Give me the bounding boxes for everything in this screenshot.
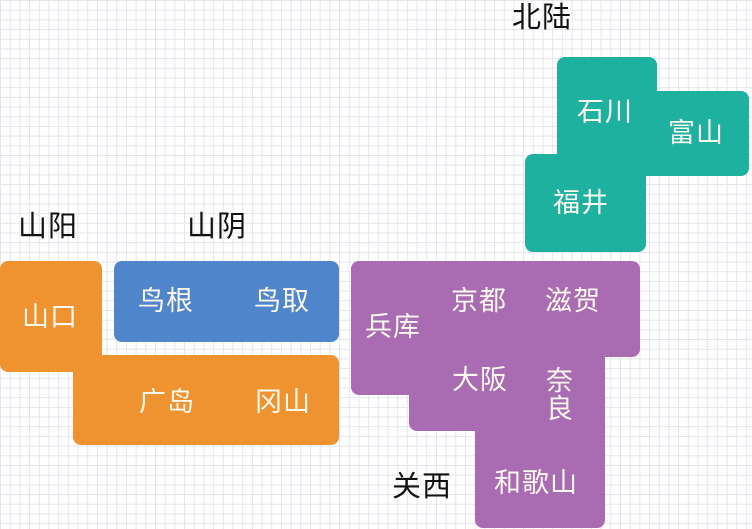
region-label-kansai: 关西 bbox=[392, 469, 453, 503]
prefecture-okayama: 冈山 bbox=[255, 387, 311, 418]
sanin-block bbox=[114, 261, 339, 342]
prefecture-hyogo: 兵库 bbox=[365, 312, 421, 343]
region-label-sanyo: 山阳 bbox=[18, 209, 79, 243]
hokuriku-block-toyama bbox=[645, 91, 749, 176]
sanyo-block-joint bbox=[73, 330, 102, 372]
prefecture-shiga: 滋贺 bbox=[545, 286, 601, 317]
kansai-block-bottom bbox=[475, 340, 605, 528]
prefecture-tottori: 鸟取 bbox=[254, 286, 310, 317]
region-label-sanin: 山阴 bbox=[187, 209, 248, 243]
prefecture-hiroshima: 广岛 bbox=[139, 387, 195, 418]
prefecture-kyoto: 京都 bbox=[451, 286, 507, 317]
prefecture-shimane: 鸟根 bbox=[138, 286, 194, 317]
prefecture-yamaguchi: 山口 bbox=[22, 302, 78, 333]
prefecture-osaka: 大阪 bbox=[452, 365, 508, 396]
prefecture-ishikawa: 石川 bbox=[577, 97, 633, 128]
prefecture-wakayama: 和歌山 bbox=[494, 468, 578, 499]
prefecture-fukui: 福井 bbox=[553, 188, 609, 219]
prefecture-toyama: 富山 bbox=[668, 118, 724, 149]
hokuriku-block-joint bbox=[557, 91, 657, 176]
prefecture-nara: 奈良 bbox=[541, 366, 572, 422]
region-label-hokuriku: 北陆 bbox=[512, 0, 573, 34]
sanyo-block-hiroshima-okayama bbox=[73, 355, 339, 445]
